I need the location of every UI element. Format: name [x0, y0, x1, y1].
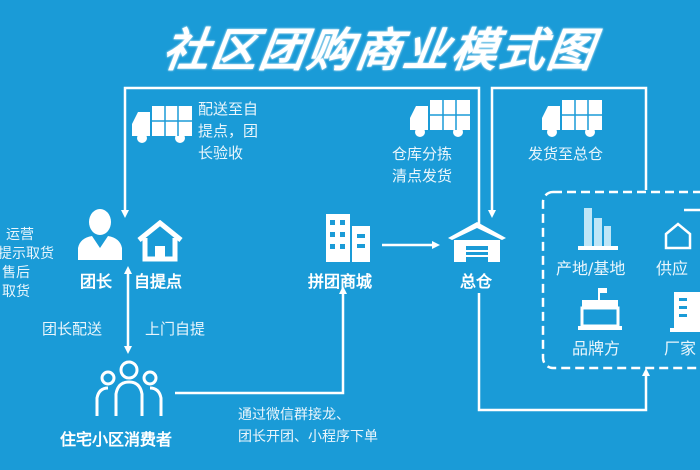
towers-icon: [578, 208, 618, 250]
truck-icon: [542, 100, 602, 137]
flow-deliver-3: 长验收: [198, 144, 244, 162]
truck-icon: [132, 106, 192, 143]
flow-self-pickup: 上门自提: [145, 320, 206, 338]
line-supplier-to-warehouse: [488, 86, 648, 218]
supplier-label-3: 品牌方: [572, 339, 621, 358]
flow-deliver-2: 提点，团: [198, 122, 259, 140]
node-warehouse-label: 总仓: [460, 272, 493, 291]
line-warehouse-to-leader: [121, 86, 481, 225]
flow-order-1: 通过微信群接龙、: [238, 407, 350, 423]
line-warehouse-to-supplier: [477, 293, 650, 412]
page-title: 社区团购商业模式图: [159, 23, 600, 77]
house-icon: [137, 220, 183, 262]
left-text-3: 售后: [2, 265, 30, 281]
group-icon: [95, 360, 163, 416]
left-text-2: 提示取货: [0, 246, 54, 262]
node-consumers-label: 住宅小区消费者: [60, 430, 173, 449]
line-consumer-to-mall: [175, 286, 347, 395]
person-icon: [78, 209, 122, 260]
node-leader-label: 团长: [80, 272, 113, 291]
supplier-label-4: 厂家: [664, 339, 697, 358]
supplier-icon: [664, 208, 700, 250]
factory-icon: [670, 292, 700, 332]
flow-deliver-1: 配送至自: [198, 100, 259, 118]
flow-sort-1: 仓库分拣: [392, 145, 453, 163]
supplier-label-1: 产地/基地: [556, 259, 626, 278]
flow-ship-to-warehouse: 发货至总仓: [528, 145, 604, 163]
supplier-box: [541, 190, 700, 370]
left-text-1: 运营: [6, 227, 34, 243]
flow-sort-2: 清点发货: [392, 167, 453, 185]
store-icon: [578, 288, 622, 330]
node-pickup-label: 自提点: [134, 272, 183, 291]
flow-leader-delivery: 团长配送: [42, 320, 103, 338]
flow-order-2: 团长开团、小程序下单: [238, 429, 378, 445]
buildings-icon: [326, 214, 370, 262]
node-mall-label: 拼团商城: [308, 272, 373, 291]
truck-icon: [410, 100, 470, 137]
supplier-label-2: 供应: [656, 259, 689, 278]
warehouse-icon: [448, 222, 506, 262]
left-text-4: 取货: [2, 284, 30, 300]
